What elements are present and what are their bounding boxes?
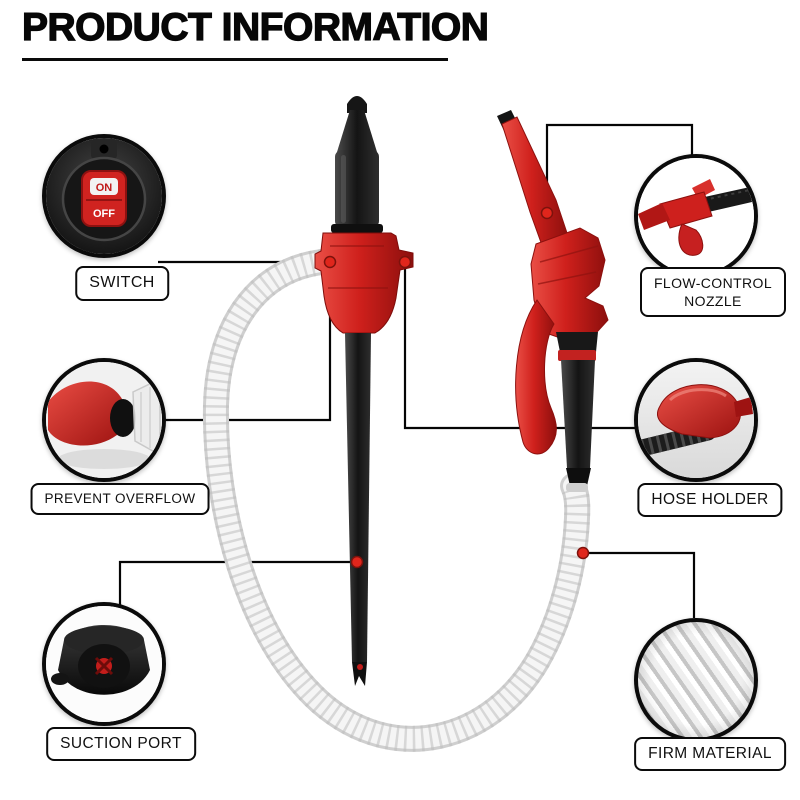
dot-hose-holder [398,255,412,269]
prevent-overflow-label: PREVENT OVERFLOW [30,483,210,515]
suction-port-photo [42,602,166,726]
connector-flow-control [545,123,694,213]
page-title: PRODUCT INFORMATION [21,5,489,49]
clear-hose [202,249,591,752]
hose-holder-label: HOSE HOLDER [637,483,783,518]
connector-hose-holder [403,262,636,430]
firm-material-photo [634,618,758,742]
switch-photo: ON OFF [42,134,166,258]
dot-switch [323,255,337,269]
dot-firm-material [576,546,590,560]
nozzle-trigger [515,299,557,455]
switch-label: SWITCH [75,266,169,301]
title-underline [22,58,448,61]
flow-control-nozzle-label: FLOW-CONTROL NOZZLE [640,267,786,318]
switch-on-text: ON [96,182,113,194]
connector-firm-material [583,551,696,618]
firm-material-label: FIRM MATERIAL [634,737,786,772]
dot-flow-control [540,206,554,220]
pump-body [314,96,414,686]
flow-control-nozzle-photo [634,154,758,278]
hose-holder-photo [634,358,758,482]
suction-port-label: SUCTION PORT [46,727,196,762]
suction-tube [345,333,371,662]
switch-off-text: OFF [93,208,115,220]
dot-suction-port [350,555,364,569]
pump-red-section [314,232,414,334]
prevent-overflow-photo [42,358,166,482]
connector-suction-port [118,560,357,606]
